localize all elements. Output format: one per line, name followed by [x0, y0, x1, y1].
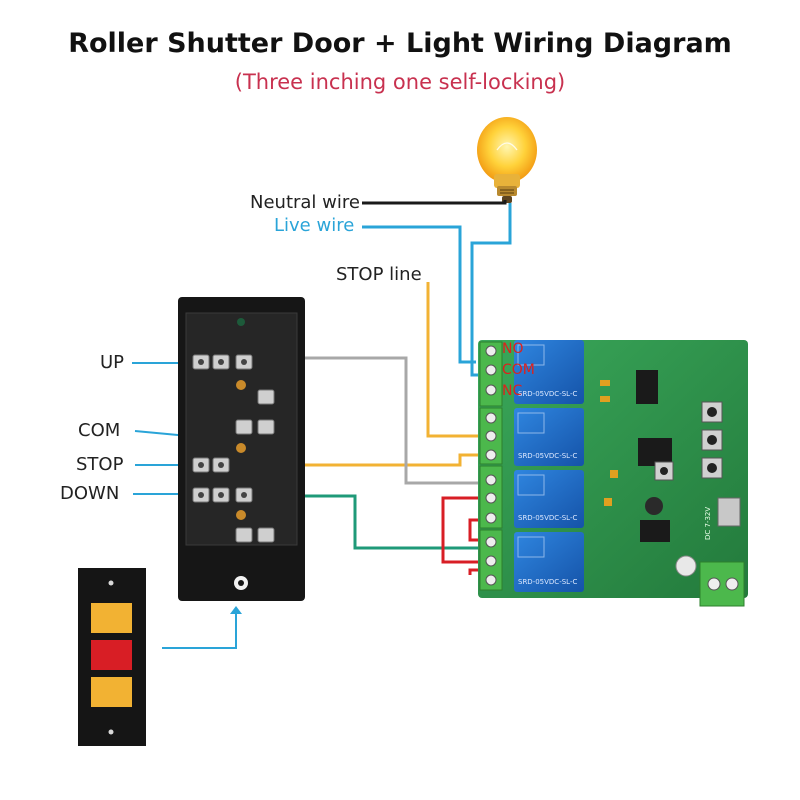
com-label: COM	[78, 420, 121, 441]
up-wire	[300, 356, 485, 485]
page-title: Roller Shutter Door + Light Wiring Diagr…	[68, 28, 732, 59]
down-label: DOWN	[60, 483, 120, 504]
relay-nc-label: NC	[502, 383, 523, 399]
light-bulb-icon	[477, 117, 537, 203]
power-terminal	[699, 561, 745, 607]
live-wire-line	[362, 203, 512, 377]
stop-line-wire	[240, 282, 485, 467]
down-button-face	[91, 677, 132, 707]
board-components	[600, 370, 741, 577]
live-wire-label: Live wire	[274, 215, 355, 236]
relay-2	[514, 408, 584, 466]
relay-com-label: COM	[502, 362, 535, 378]
up-button-face	[91, 603, 132, 633]
up-label: UP	[100, 352, 125, 373]
stop-button-face	[91, 640, 132, 670]
relay-4	[514, 532, 584, 592]
stop-label: STOP	[76, 454, 124, 475]
relay-2-text: SRD-05VDC-SL-C	[518, 452, 578, 460]
switch-box	[178, 297, 305, 601]
stop-line-label: STOP line	[336, 264, 422, 285]
relay-1-text: SRD-05VDC-SL-C	[518, 390, 578, 398]
relay-1	[514, 340, 584, 404]
relay-module	[478, 340, 748, 607]
relay-3	[514, 470, 584, 528]
terminal-blocks	[479, 341, 503, 591]
relay-4-text: SRD-05VDC-SL-C	[518, 578, 578, 586]
relay-no-label: NO	[502, 341, 524, 357]
neutral-wire-line	[362, 200, 507, 205]
power-label: DC 7-32V	[704, 506, 712, 540]
relay-3-text: SRD-05VDC-SL-C	[518, 514, 578, 522]
page-subtitle: (Three inching one self-locking)	[234, 70, 566, 94]
switch-front-panel	[78, 568, 146, 746]
neutral-wire-label: Neutral wire	[250, 192, 360, 213]
